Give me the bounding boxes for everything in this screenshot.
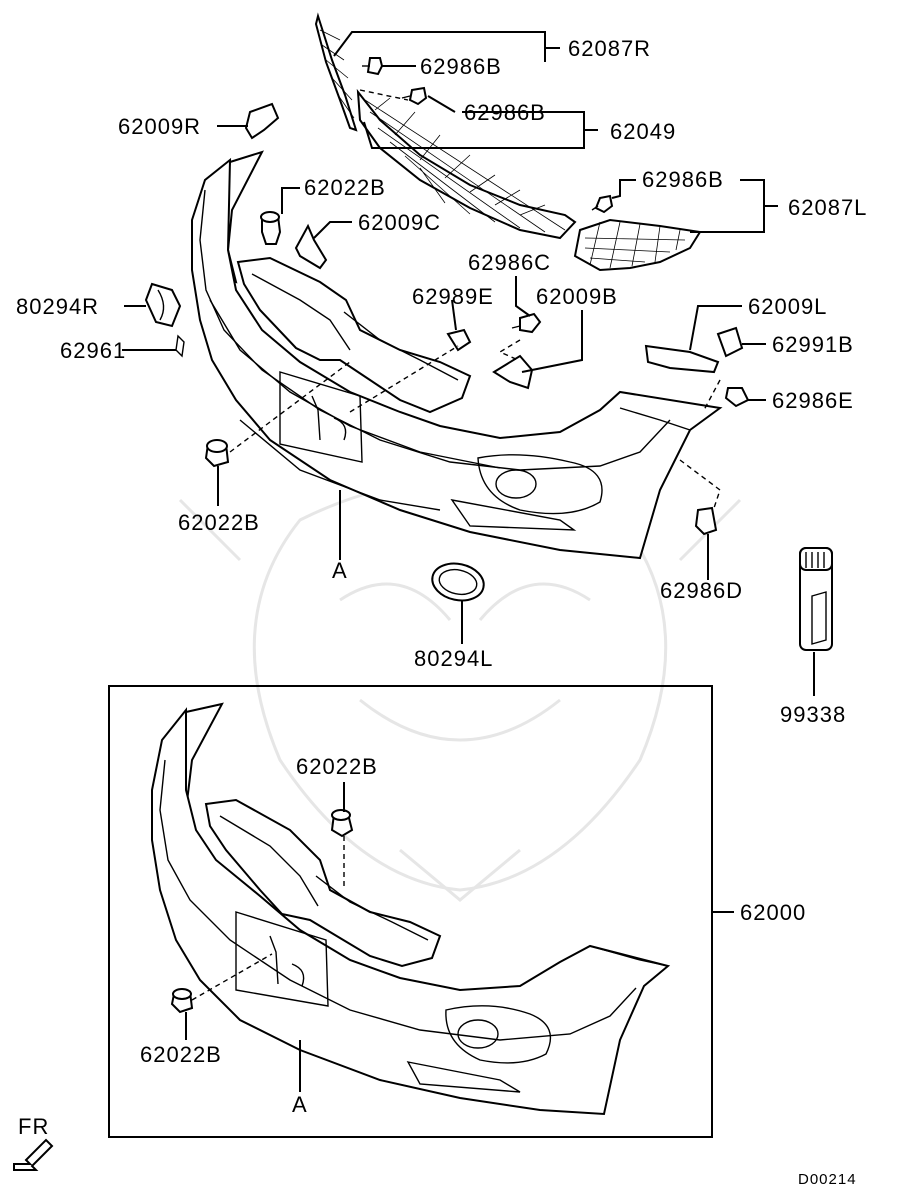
part-labels: 62087R 62986B 62986B 62049 62986B 62087L… — [16, 36, 867, 1187]
part-label: 62986C — [468, 250, 551, 275]
part-label: 62986B — [420, 54, 502, 79]
side-grille-right — [314, 12, 358, 132]
front-direction-arrow-icon — [13, 1138, 54, 1171]
part-label: 62049 — [610, 119, 676, 144]
diagram-code: D00214 — [798, 1171, 857, 1187]
side-grille-left — [573, 218, 702, 272]
screw-group — [362, 57, 614, 334]
part-label: 62009L — [748, 294, 827, 319]
part-label: 62022B — [178, 510, 260, 535]
part-label: 62986E — [772, 388, 854, 413]
part-label: 62009R — [118, 114, 201, 139]
center-grille — [356, 88, 577, 240]
part-label: A — [292, 1092, 308, 1117]
part-label: 62022B — [140, 1042, 222, 1067]
leader-lines-top — [122, 31, 815, 696]
part-label: 99338 — [780, 702, 846, 727]
part-label: 62986B — [642, 167, 724, 192]
part-label: 80294L — [414, 646, 493, 671]
clip-group — [204, 211, 750, 536]
part-label: A — [332, 558, 348, 583]
direction-label: FR — [18, 1114, 49, 1139]
part-label: 62022B — [296, 754, 378, 779]
part-label: 62986B — [464, 100, 546, 125]
part-label: 62087L — [788, 195, 867, 220]
part-label: 62000 — [740, 900, 806, 925]
leader-lines-inset — [185, 782, 734, 1092]
part-label: 62009C — [358, 210, 441, 235]
assembly-dashes-top — [229, 89, 721, 509]
touch-up-tube — [799, 547, 833, 651]
part-label: 62087R — [568, 36, 651, 61]
part-label: 62989E — [412, 284, 494, 309]
bumper-assembly-inset — [151, 702, 671, 1116]
part-label: 62022B — [304, 175, 386, 200]
fog-cover-group — [144, 282, 485, 602]
part-label: 80294R — [16, 294, 99, 319]
bracket-group — [244, 102, 744, 390]
part-label: 62991B — [772, 332, 854, 357]
part-label: 62009B — [536, 284, 618, 309]
part-label: 62961 — [60, 338, 126, 363]
part-label: 62986D — [660, 578, 743, 603]
